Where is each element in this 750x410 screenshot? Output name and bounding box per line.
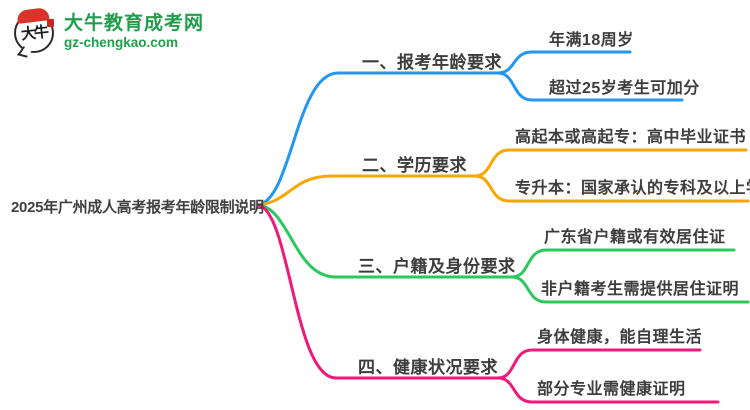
leaf-age-25-bonus: 超过25岁考生可加分 xyxy=(549,80,700,97)
branch4-child2-connector xyxy=(496,376,720,404)
logo-text-block: 大牛教育成考网 gz-chengkao.com xyxy=(64,12,205,50)
branch1-main-connector xyxy=(256,71,500,207)
leaf-college-degree: 专升本：国家承认的专科及以上学历 xyxy=(515,180,750,197)
leaf-highschool-diploma: 高起本或高起专：高中毕业证书 xyxy=(515,129,747,146)
site-name: 大牛教育成考网 xyxy=(64,12,205,34)
branch2-child1-connector xyxy=(473,148,748,178)
branch3-main-connector xyxy=(256,203,514,279)
logo-bubble-icon: 大牛 xyxy=(14,7,56,58)
leaf-healthy-self-care: 身体健康，能自理生活 xyxy=(537,329,703,346)
central-topic: 2025年广州成人高考报考年龄限制说明 xyxy=(11,199,264,216)
leaf-guangdong-residence: 广东省户籍或有效居住证 xyxy=(544,229,726,246)
branch4-child1-connector xyxy=(496,348,702,380)
branch1-child2-connector xyxy=(496,71,684,102)
branch4-main-connector xyxy=(256,203,500,380)
branch1-child1-connector xyxy=(496,50,632,75)
leaf-non-resident-proof: 非户籍考生需提供居住证明 xyxy=(541,281,740,298)
logo-red-seal-icon xyxy=(47,19,54,27)
branch-age-requirement: 一、报考年龄要求 xyxy=(362,53,502,72)
branch3-child2-connector xyxy=(510,275,750,304)
branch-education-requirement: 二、学历要求 xyxy=(362,156,467,175)
site-url: gz-chengkao.com xyxy=(64,34,179,50)
site-logo: 大牛 大牛教育成考网 gz-chengkao.com xyxy=(14,7,205,58)
leaf-age-18: 年满18周岁 xyxy=(549,32,634,49)
branch-residence-requirement: 三、户籍及身份要求 xyxy=(358,257,516,276)
branch-health-requirement: 四、健康状况要求 xyxy=(358,358,498,377)
branch2-main-connector xyxy=(256,174,477,207)
branch3-child1-connector xyxy=(510,248,736,279)
leaf-health-certificate: 部分专业需健康证明 xyxy=(537,381,686,398)
branch2-child2-connector xyxy=(473,174,750,203)
